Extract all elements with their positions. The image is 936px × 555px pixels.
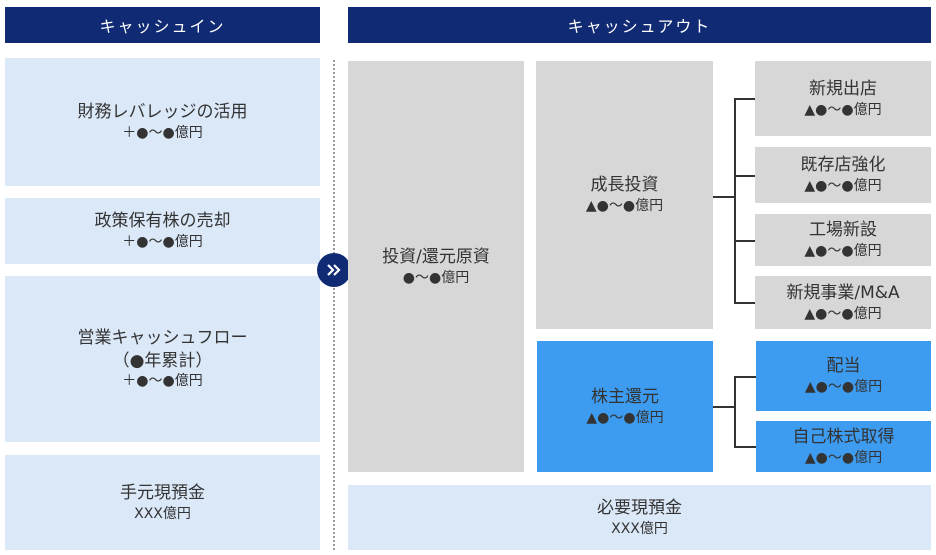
growth-connector-stem	[713, 196, 735, 198]
return-connector-stem	[713, 406, 735, 408]
item-amount: ＋●～●億円	[122, 234, 203, 251]
item-amount: ▲●～●億円	[804, 305, 882, 322]
item-amount: ●～●億円	[402, 269, 470, 286]
item-title: 営業キャッシュフロー	[77, 327, 248, 348]
growth-item-new-factory: 工場新設 ▲●～●億円	[755, 214, 931, 266]
item-title: 株主還元	[591, 386, 659, 407]
item-amount: ＋●～●億円	[122, 125, 203, 142]
cash-out-required-cash: 必要現預金 XXX億円	[348, 485, 931, 550]
item-amount: ▲●～●億円	[804, 101, 882, 118]
item-title: 必要現預金	[597, 497, 682, 518]
growth-connector-branch-3	[734, 240, 755, 242]
return-connector-branch-1	[734, 376, 756, 378]
item-amount: XXX億円	[611, 520, 668, 537]
item-amount: ▲●～●億円	[804, 379, 883, 396]
item-title: 既存店強化	[800, 155, 886, 176]
item-title: 成長投資	[590, 175, 659, 196]
item-amount: ▲●～●億円	[804, 243, 882, 260]
item-title: 自己株式取得	[792, 426, 895, 447]
item-amount: ▲●～●億円	[804, 178, 882, 195]
return-connector-branch-2	[734, 446, 756, 448]
growth-connector-branch-4	[734, 302, 755, 304]
item-title: 投資/還元原資	[382, 246, 490, 267]
item-title: 配当	[826, 356, 861, 377]
cash-out-header: キャッシュアウト	[348, 7, 931, 43]
return-item-dividend: 配当 ▲●～●億円	[756, 341, 931, 411]
item-subtitle: （●年累計）	[112, 350, 213, 371]
growth-connector-spine	[734, 98, 736, 303]
cash-out-shareholder-return: 株主還元 ▲●～●億円	[537, 341, 713, 472]
double-chevron-right-icon	[317, 253, 351, 287]
cash-in-header: キャッシュイン	[5, 7, 320, 43]
cash-out-growth-investment: 成長投資 ▲●～●億円	[536, 61, 713, 329]
return-item-buyback: 自己株式取得 ▲●～●億円	[756, 421, 931, 472]
item-amount: ▲●～●億円	[585, 198, 664, 215]
item-title: 政策保有株の売却	[94, 211, 231, 232]
column-divider	[333, 60, 335, 550]
item-amount: ＋●～●億円	[122, 373, 203, 390]
item-title: 手元現預金	[120, 482, 205, 503]
cash-in-header-label: キャッシュイン	[99, 17, 226, 36]
item-amount: ▲●～●億円	[586, 409, 664, 426]
double-chevron-right-glyph	[327, 264, 341, 276]
item-title: 財務レバレッジの活用	[77, 102, 248, 123]
growth-item-new-stores: 新規出店 ▲●～●億円	[755, 61, 931, 136]
growth-connector-branch-1	[734, 98, 755, 100]
cash-in-item-operating-cf: 営業キャッシュフロー （●年累計） ＋●～●億円	[5, 276, 320, 442]
cash-out-header-label: キャッシュアウト	[567, 17, 712, 36]
cash-out-investment-source: 投資/還元原資 ●～●億円	[348, 61, 524, 472]
growth-connector-branch-2	[734, 175, 755, 177]
item-amount: XXX億円	[134, 505, 191, 522]
item-title: 新規出店	[809, 78, 877, 99]
cash-in-item-leverage: 財務レバレッジの活用 ＋●～●億円	[5, 58, 320, 186]
growth-item-new-business-ma: 新規事業/M&A ▲●～●億円	[755, 276, 931, 329]
cash-in-item-stock-sale: 政策保有株の売却 ＋●～●億円	[5, 198, 320, 264]
item-title: 工場新設	[809, 220, 877, 241]
item-amount: ▲●～●億円	[804, 449, 883, 466]
return-connector-spine	[734, 376, 736, 447]
cash-in-item-cash-on-hand: 手元現預金 XXX億円	[5, 455, 320, 550]
growth-item-existing-stores: 既存店強化 ▲●～●億円	[755, 147, 931, 203]
item-title: 新規事業/M&A	[786, 282, 900, 303]
